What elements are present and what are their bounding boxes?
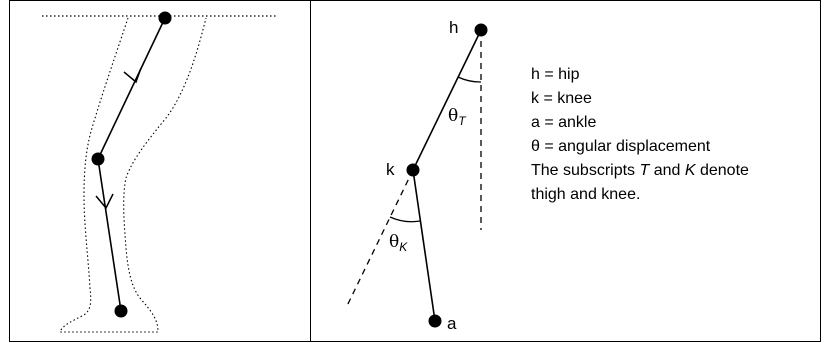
- legend-subscript-t: T: [639, 162, 650, 179]
- thigh-extension: [345, 169, 414, 309]
- legend-subscript-k: K: [684, 162, 696, 179]
- shank-line: [412, 169, 436, 322]
- hip-label: h: [449, 18, 458, 37]
- figure-frame: [9, 0, 821, 342]
- ankle-label: a: [447, 314, 457, 333]
- legend-thigh-knee: thigh and knee.: [531, 186, 641, 203]
- knee-dot: [406, 163, 420, 177]
- legend-subscripts: The subscripts T and K denote: [531, 159, 821, 183]
- theta-thigh-label: θT: [448, 106, 467, 128]
- thigh-segment: [97, 17, 166, 160]
- knee-label: k: [386, 160, 395, 179]
- thigh-arrow-icon: [123, 67, 142, 84]
- left-hip-dot: [158, 11, 172, 25]
- legend-subscripts-mid: and: [649, 162, 685, 179]
- legend: h = hip k = knee a = ankle θ = angular d…: [531, 63, 821, 207]
- thigh-line: [412, 29, 482, 171]
- legend-ankle: a = ankle: [531, 114, 597, 131]
- left-ankle-dot: [114, 304, 128, 318]
- shank-arrow-icon: [95, 193, 114, 210]
- leg-outline: [59, 17, 207, 333]
- legend-subscripts-post: denote: [695, 162, 749, 179]
- right-panel: h k a θT θK: [345, 18, 488, 333]
- ankle-dot: [428, 314, 442, 328]
- knee-angle-arc: [389, 216, 421, 223]
- shank-segment: [97, 158, 122, 312]
- legend-knee: k = knee: [531, 90, 592, 107]
- legend-hip: h = hip: [531, 66, 580, 83]
- theta-knee-label: θK: [389, 232, 408, 254]
- left-knee-dot: [91, 152, 105, 166]
- legend-theta: θ = angular displacement: [531, 138, 711, 155]
- left-panel: [42, 11, 276, 333]
- legend-subscripts-pre: The subscripts: [531, 162, 640, 179]
- hip-dot: [474, 23, 488, 37]
- thigh-angle-arc: [457, 76, 482, 83]
